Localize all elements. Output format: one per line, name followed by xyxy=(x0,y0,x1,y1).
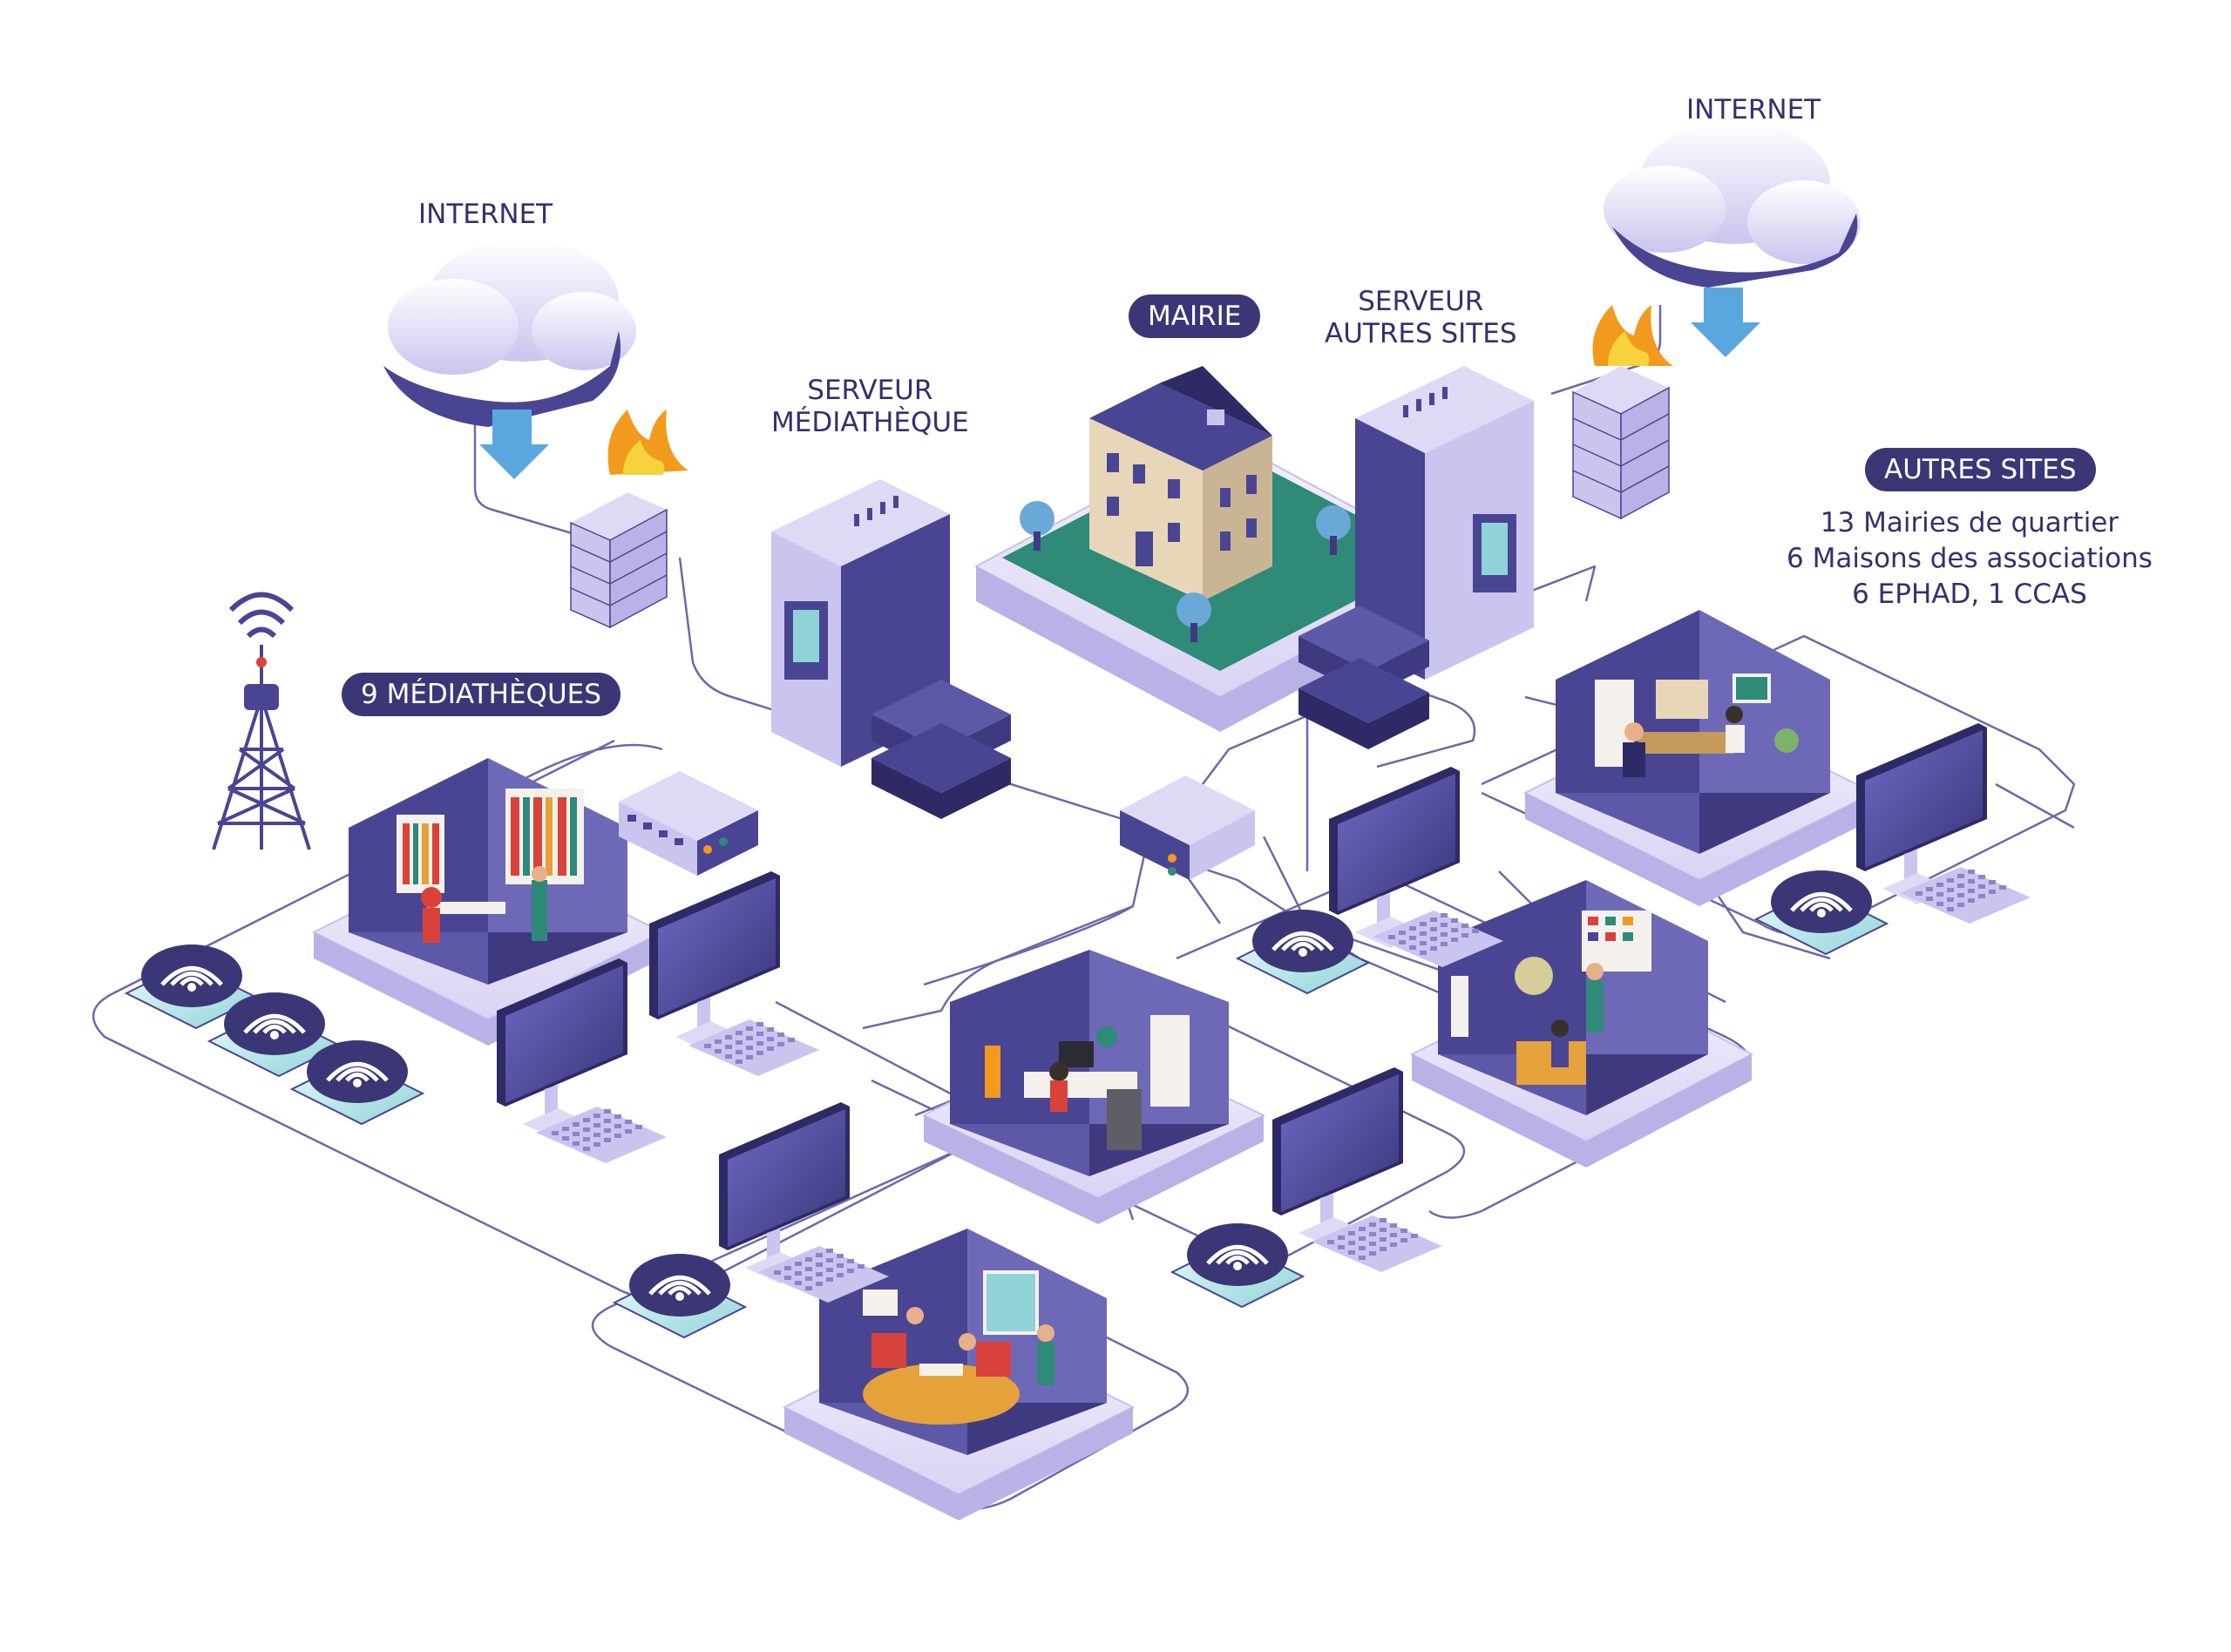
keyboard-icon xyxy=(688,1019,819,1076)
serveur-mediatheque-line2: MÉDIATHÈQUE xyxy=(771,406,969,438)
wifi-tablet-icon xyxy=(289,1040,425,1126)
switch-icon xyxy=(1120,775,1255,880)
server-icon xyxy=(771,479,1011,819)
wifi-tablet-icon xyxy=(1235,910,1371,995)
serveur-autres-sites-line1: SERVEUR xyxy=(1358,286,1484,317)
cloud-icon xyxy=(383,240,636,427)
serveur-mediatheque-label: SERVEUR MÉDIATHÈQUE xyxy=(771,375,969,438)
wifi-tablet-icon xyxy=(207,992,342,1078)
firewall-icon xyxy=(570,410,688,629)
firewall-icon xyxy=(1572,305,1673,520)
autres-sites-item: 6 EPHAD, 1 CCAS xyxy=(1852,578,2087,610)
autres-sites-badge: AUTRES SITES xyxy=(1865,448,2096,491)
keyboard-icon xyxy=(536,1107,667,1163)
mairie-badge: MAIRIE xyxy=(1129,295,1261,338)
monitor-icon xyxy=(1329,767,1460,948)
wifi-tablet-icon xyxy=(612,1254,748,1339)
wifi-tablet-icon xyxy=(124,944,260,1030)
room-mediatheque xyxy=(311,758,665,1046)
autres-sites-item: 6 Maisons des associations xyxy=(1787,542,2153,574)
switch-icon xyxy=(619,771,758,876)
internet-label-right: INTERNET xyxy=(1686,94,1821,125)
wifi-tablet-icon xyxy=(1753,870,1889,956)
serveur-mediatheque-line1: SERVEUR xyxy=(807,375,933,406)
room-office-right xyxy=(1522,610,1876,906)
download-arrow-icon xyxy=(1691,288,1760,357)
keyboard-icon xyxy=(1900,867,2031,924)
room-center xyxy=(921,950,1266,1224)
serveur-autres-sites-line2: AUTRES SITES xyxy=(1325,317,1517,349)
room-ehpad xyxy=(782,1229,1136,1520)
client-devices xyxy=(124,723,2031,1339)
serveur-autres-sites-label: SERVEUR AUTRES SITES xyxy=(1325,286,1517,349)
server-icon xyxy=(1299,366,1534,749)
autres-sites-list: 13 Mairies de quartier 6 Maisons des ass… xyxy=(1787,505,2153,613)
antenna-tower-icon xyxy=(212,696,311,850)
room-meeting xyxy=(1409,880,1754,1168)
keyboard-icon xyxy=(1312,1215,1442,1272)
mediatheques-badge: 9 MÉDIATHÈQUES xyxy=(342,673,620,716)
keyboard-icon xyxy=(1373,911,1503,967)
autres-sites-item: 13 Mairies de quartier xyxy=(1820,507,2119,538)
keyboard-icon xyxy=(758,1246,889,1303)
cloud-icon xyxy=(1604,122,1861,288)
download-arrow-icon xyxy=(479,410,549,479)
wifi-tablet-icon xyxy=(1170,1223,1305,1309)
internet-label-left: INTERNET xyxy=(418,199,553,230)
